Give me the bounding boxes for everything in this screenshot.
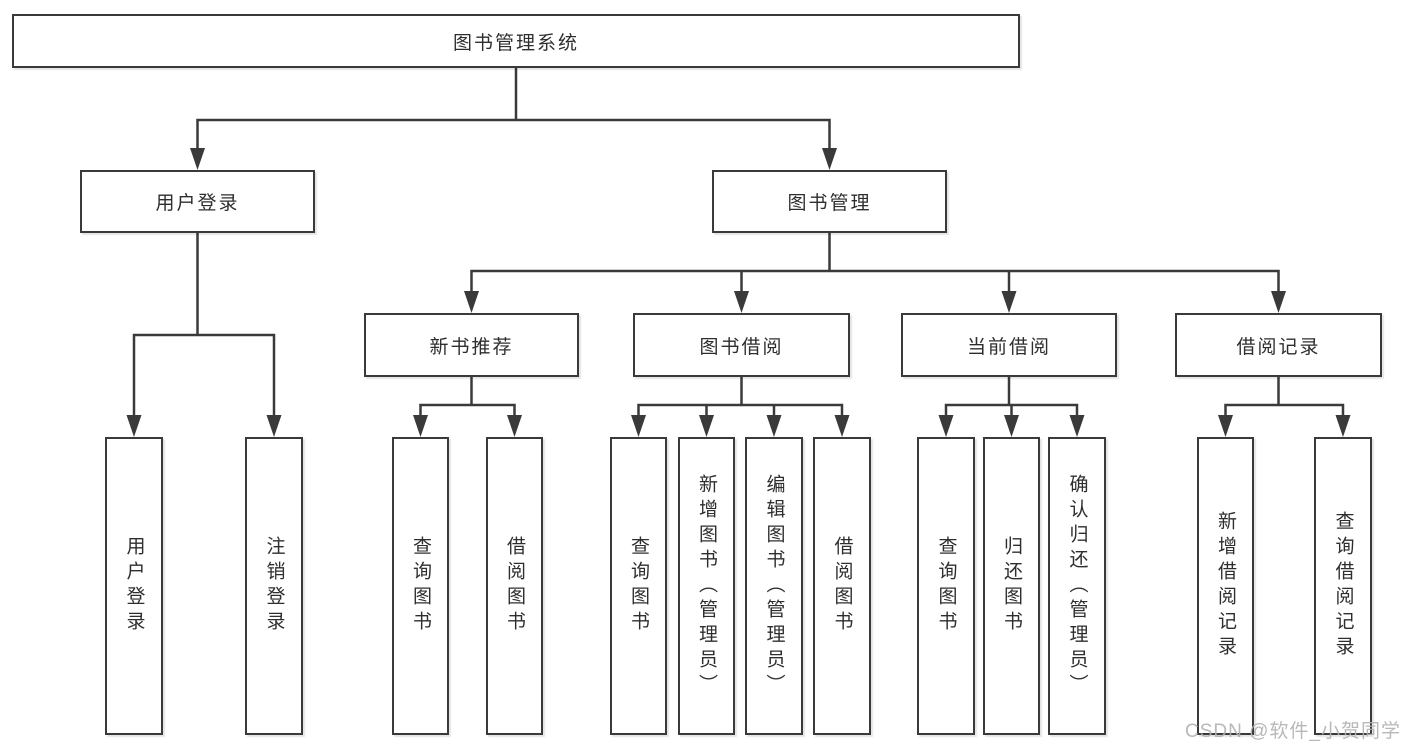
leaf-query-books-current-label: 查询图书 (935, 536, 957, 636)
leaf-add-borrow-record: 新增借阅记录 (1197, 437, 1254, 735)
node-book-management-branch: 图书管理 (712, 170, 947, 233)
node-book-management-branch-label: 图书管理 (787, 193, 872, 214)
leaf-user-login: 用户登录 (105, 437, 163, 735)
csdn-watermark: CSDN @软件_小贺同学 (1185, 721, 1401, 742)
leaf-edit-book-admin-label: 编辑图书（管理员） (763, 473, 785, 699)
node-new-book-recommend: 新书推荐 (364, 313, 579, 377)
leaf-logout: 注销登录 (245, 437, 303, 735)
node-root-label: 图书管理系统 (452, 32, 579, 54)
node-new-book-recommend-label: 新书推荐 (429, 336, 514, 358)
node-book-borrow: 图书借阅 (633, 313, 850, 377)
leaf-confirm-return-admin-label: 确认归还（管理员） (1066, 473, 1088, 699)
leaf-return-book-label: 归还图书 (1001, 536, 1022, 636)
leaf-query-borrow-record-label: 查询借阅记录 (1332, 511, 1354, 661)
leaf-return-book: 归还图书 (983, 437, 1040, 735)
leaf-query-borrow-record: 查询借阅记录 (1314, 437, 1372, 735)
leaf-query-books-current: 查询图书 (917, 437, 975, 735)
leaf-borrow-books-borrow-label: 借阅图书 (831, 536, 853, 636)
leaf-borrow-books-borrow: 借阅图书 (813, 437, 871, 735)
leaf-query-books-borrow: 查询图书 (610, 437, 667, 735)
leaf-query-books-borrow-label: 查询图书 (628, 536, 649, 636)
leaf-query-books-recommend: 查询图书 (392, 437, 449, 735)
node-book-borrow-label: 图书借阅 (699, 336, 784, 358)
leaf-logout-label: 注销登录 (263, 536, 285, 636)
leaf-add-borrow-record-label: 新增借阅记录 (1215, 511, 1236, 661)
node-borrow-records: 借阅记录 (1175, 313, 1382, 377)
leaf-add-book-admin: 新增图书（管理员） (678, 437, 735, 735)
node-root-system: 图书管理系统 (12, 14, 1020, 68)
leaf-borrow-books-recommend-label: 借阅图书 (504, 536, 525, 636)
node-user-login-branch: 用户登录 (80, 170, 315, 233)
leaf-user-login-label: 用户登录 (123, 536, 145, 636)
node-current-borrow: 当前借阅 (901, 313, 1117, 377)
leaf-add-book-admin-label: 新增图书（管理员） (696, 473, 717, 699)
leaf-edit-book-admin: 编辑图书（管理员） (745, 437, 803, 735)
leaf-confirm-return-admin: 确认归还（管理员） (1048, 437, 1106, 735)
leaf-query-books-recommend-label: 查询图书 (410, 536, 431, 636)
node-borrow-records-label: 借阅记录 (1236, 336, 1321, 358)
node-current-borrow-label: 当前借阅 (966, 336, 1051, 358)
node-user-login-branch-label: 用户登录 (155, 193, 240, 214)
leaf-borrow-books-recommend: 借阅图书 (486, 437, 543, 735)
